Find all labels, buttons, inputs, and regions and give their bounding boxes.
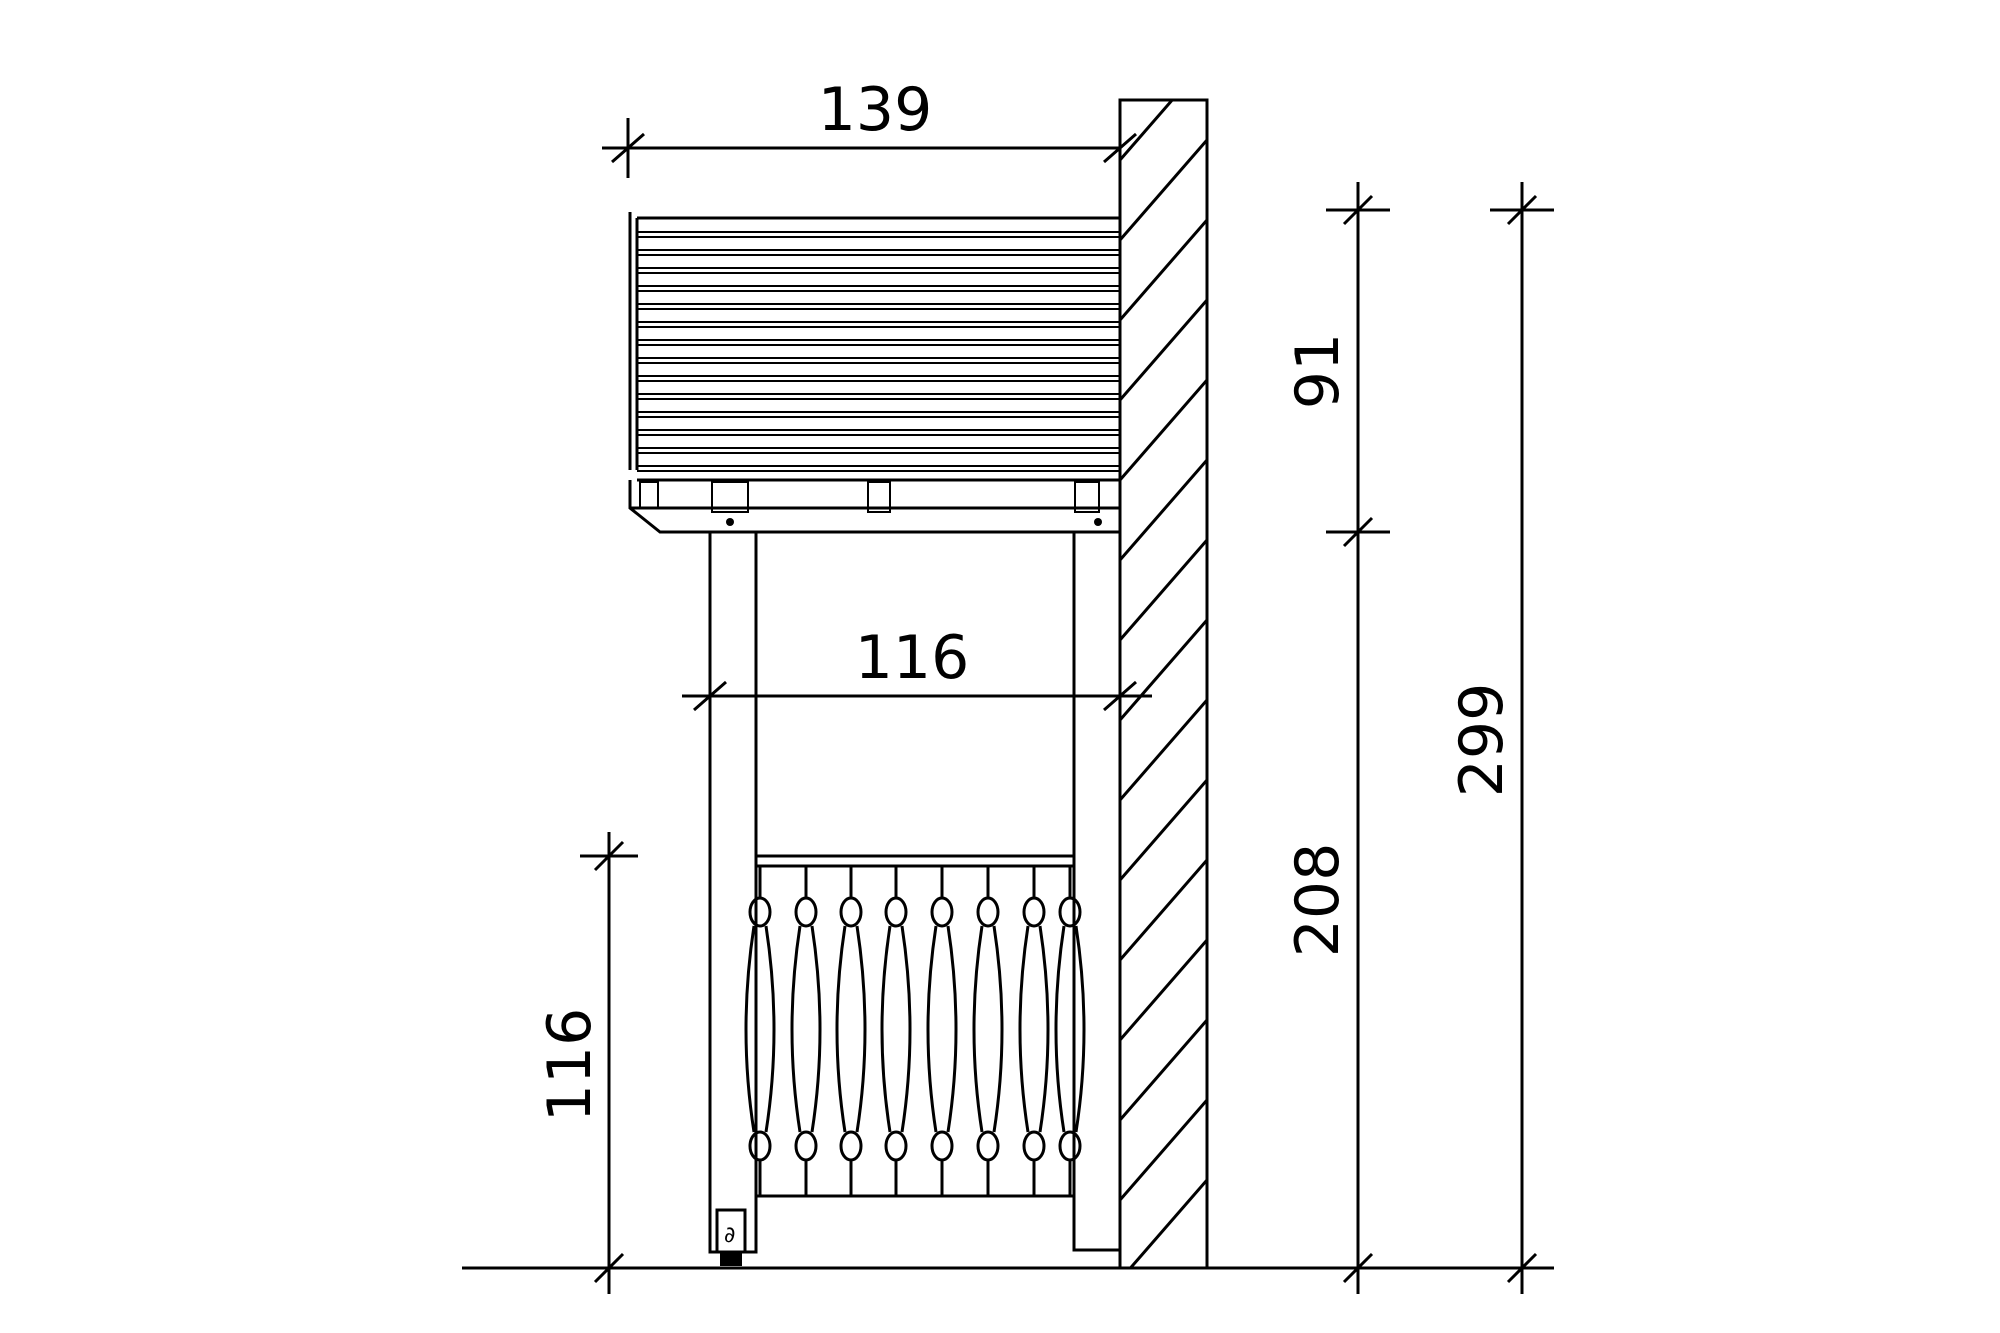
wall-hatch-line [1120,1099,1207,1201]
railing [744,854,1086,1198]
dimension-label-railing-height: 116 [535,1008,605,1123]
wall-hatching [1120,100,1207,1268]
roof [628,212,1120,534]
wall-hatch-line [1120,459,1207,561]
wall-hatch-line [1120,939,1207,1041]
post-rear [1072,530,1122,1252]
wall-hatch-line [1128,1179,1207,1268]
baluster [744,866,776,1196]
post-front: ∂ [708,530,758,1266]
dimension-label-roof-height: 91 [1283,333,1353,409]
wall-hatch-line [1120,100,1175,161]
baluster [880,866,912,1196]
dimension-label-roof-depth: 139 [818,75,933,145]
roof-slats [637,231,1120,472]
baluster [1018,866,1050,1196]
svg-text:∂: ∂ [724,1223,735,1248]
baluster [926,866,958,1196]
wall-hatch-line [1120,299,1207,401]
wall-hatch-line [1120,379,1207,481]
baluster [972,866,1004,1196]
dimension-label-post-spacing: 116 [855,623,970,693]
dimension-label-total-height: 299 [1447,683,1517,798]
baluster [835,866,867,1196]
wall-hatch-line [1120,619,1207,721]
railing-balusters [744,866,1086,1196]
wall-hatch-line [1120,859,1207,961]
wall [1118,98,1209,1270]
dimension-railing-height: 116 [535,832,638,1294]
baluster [790,866,822,1196]
wall-hatch-line [1120,139,1207,241]
dimension-label-clearance-height: 208 [1283,843,1353,958]
wall-hatch-line [1120,779,1207,881]
dimension-chain-height: 91 208 [1283,182,1390,1294]
wall-hatch-line [1120,1019,1207,1121]
wall-hatch-line [1120,539,1207,641]
wall-hatch-line [1120,219,1207,321]
dimension-post-spacing: 116 [682,623,1152,712]
wall-hatch-line [1120,699,1207,801]
dimension-roof-depth: 139 [602,75,1137,178]
dimension-total-height: 299 [1447,182,1554,1294]
baluster [1054,866,1086,1196]
